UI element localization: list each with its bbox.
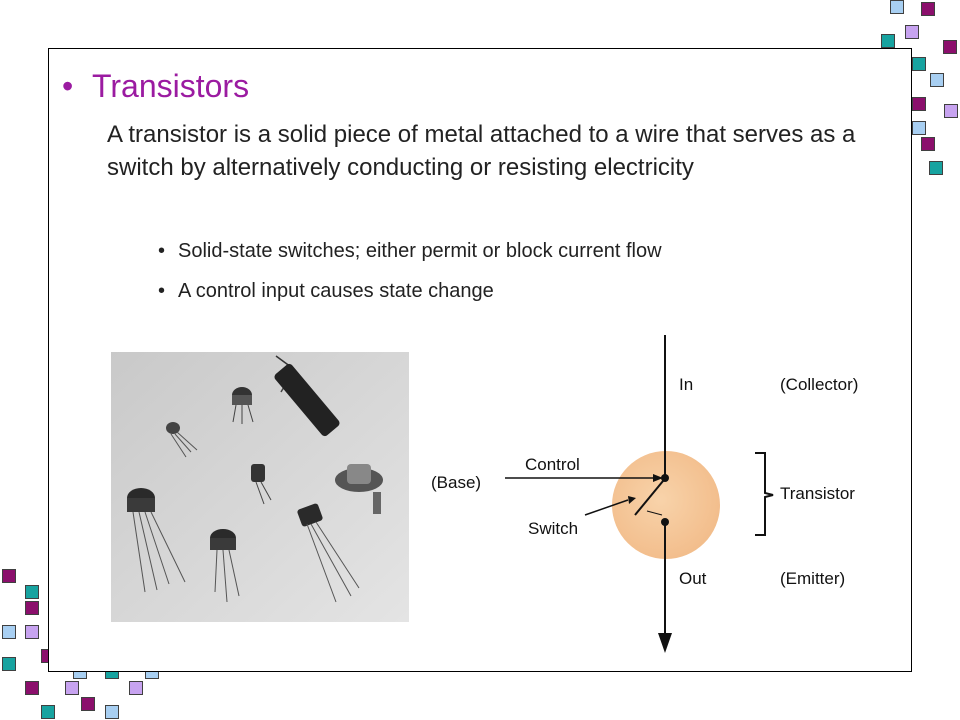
decor-square: [912, 121, 926, 135]
transistors-photo: [111, 352, 409, 622]
slide-title: Transistors: [92, 68, 250, 104]
decor-square: [2, 657, 16, 671]
title-bullet: •: [62, 68, 74, 104]
decor-square: [2, 569, 16, 583]
switch-gap-arrow: [646, 510, 663, 516]
control-arrow-head: [653, 474, 663, 482]
decor-square: [912, 57, 926, 71]
contact-bottom: [661, 518, 669, 526]
transistor-bracket: [755, 452, 774, 536]
decor-square: [930, 73, 944, 87]
photo-transistor: [166, 422, 198, 458]
decor-square: [921, 2, 935, 16]
decor-square: [943, 40, 957, 54]
photo-transistor: [251, 464, 272, 505]
photo-transistor: [297, 503, 360, 603]
sub-bullet-glyph: •: [158, 280, 166, 302]
switch-pointer-line: [584, 499, 629, 516]
decor-square: [129, 681, 143, 695]
decor-square: [890, 0, 904, 14]
sub-bullet-item: • A control input causes state change: [158, 280, 494, 303]
decor-square: [2, 625, 16, 639]
decor-square: [25, 681, 39, 695]
decor-square: [912, 97, 926, 111]
decor-square: [881, 34, 895, 48]
decor-square: [105, 705, 119, 719]
decor-square: [41, 705, 55, 719]
decor-square: [921, 137, 935, 151]
contact-top: [661, 474, 669, 482]
decor-square: [25, 601, 39, 615]
label-collector: (Collector): [780, 375, 858, 394]
decor-square: [944, 104, 958, 118]
photo-transistor: [335, 464, 383, 514]
definition-paragraph: A transistor is a solid piece of metal a…: [107, 121, 856, 181]
decor-square: [905, 25, 919, 39]
decor-square: [25, 585, 39, 599]
sub-bullet-text: A control input causes state change: [178, 280, 494, 302]
photo-transistor: [232, 387, 254, 424]
photo-transistor: [127, 488, 186, 593]
decor-square: [929, 161, 943, 175]
switch-blade: [634, 480, 664, 516]
label-base: (Base): [431, 473, 481, 492]
label-in: In: [679, 375, 693, 394]
decor-square: [65, 681, 79, 695]
photo-transistor: [210, 529, 240, 603]
label-emitter: (Emitter): [780, 569, 845, 588]
decor-square: [81, 697, 95, 711]
current-arrow-head: [658, 633, 672, 653]
label-out: Out: [679, 569, 707, 588]
sub-bullet-item: • Solid-state switches; either permit or …: [158, 240, 662, 263]
label-transistor: Transistor: [780, 484, 855, 503]
transistor-diagram: In (Collector) Control (Base) Transistor…: [431, 335, 858, 653]
label-control: Control: [525, 455, 580, 474]
sub-bullet-text: Solid-state switches; either permit or b…: [178, 240, 662, 262]
label-switch: Switch: [528, 519, 578, 538]
slide-title-row: • Transistors: [62, 68, 249, 105]
sub-bullet-glyph: •: [158, 240, 166, 262]
decor-square: [25, 625, 39, 639]
photo-cylinder-component: [274, 355, 340, 437]
switch-pointer-head: [628, 496, 636, 504]
